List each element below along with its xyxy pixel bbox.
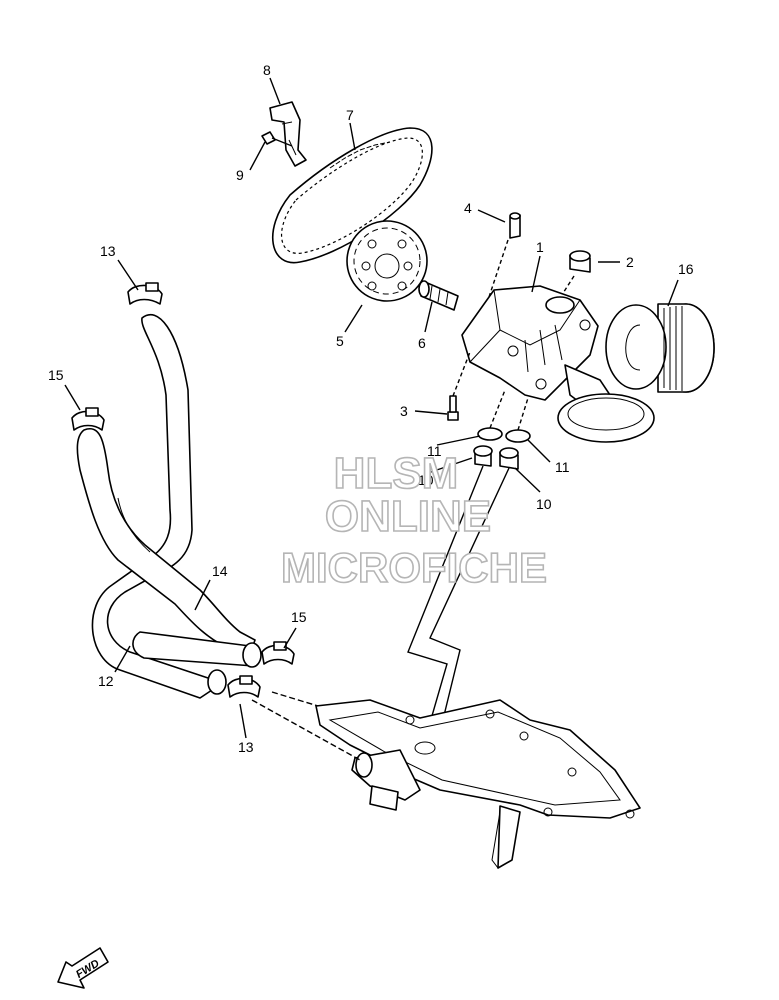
chain-guide [269, 101, 307, 167]
callout-11-right: 11 [555, 459, 570, 475]
callout-16: 16 [678, 261, 694, 277]
watermark: HLSM ONLINE MICROFICHE [280, 448, 548, 592]
callout-4: 4 [464, 200, 472, 216]
pipe-collars [473, 445, 519, 470]
callout-13-bottom: 13 [238, 739, 254, 755]
watermark-line-2: ONLINE [325, 492, 491, 541]
forward-arrow-icon: FWD [57, 947, 109, 989]
hose-clamp-15-top [71, 407, 105, 431]
guide-bolt [261, 131, 293, 147]
oil-hose-14 [76, 427, 262, 668]
oil-hose-12 [91, 313, 227, 699]
hose-clamp-13-top [127, 282, 163, 305]
oil-pump-assembly [461, 285, 655, 443]
callout-14: 14 [212, 563, 228, 579]
hose-reference-lines [251, 691, 361, 761]
oil-passage-lines [407, 465, 510, 741]
callout-10-left: 10 [418, 472, 434, 488]
leader-lines [64, 77, 679, 739]
callout-15-left: 15 [48, 367, 64, 383]
callout-2: 2 [626, 254, 634, 270]
hose-clamp-15-bottom [261, 641, 295, 665]
callout-12: 12 [98, 673, 114, 689]
callout-13-top: 13 [100, 243, 116, 259]
watermark-line-3: MICROFICHE [281, 544, 547, 591]
callout-1: 1 [536, 239, 544, 255]
callout-8: 8 [263, 62, 271, 78]
callout-10-right: 10 [536, 496, 552, 512]
hose-clamp-13-bottom [227, 675, 261, 698]
watermark-line-1: HLSM [334, 449, 459, 498]
oil-filter [605, 303, 715, 393]
callout-11-left: 11 [427, 443, 442, 459]
o-rings [477, 389, 531, 443]
callout-5: 5 [336, 333, 344, 349]
callout-7: 7 [346, 107, 354, 123]
oil-pump-sprocket [346, 220, 428, 302]
callout-15-bottom: 15 [291, 609, 307, 625]
callout-6: 6 [418, 335, 426, 351]
callout-9: 9 [236, 167, 244, 183]
pump-bolt [447, 351, 471, 421]
callout-3: 3 [400, 403, 408, 419]
pump-drive-shaft [418, 280, 459, 311]
oil-pump-drive-chain [272, 127, 433, 264]
callout-labels: 8 7 9 4 1 2 16 5 6 3 11 11 10 10 13 15 1… [48, 62, 694, 755]
crankcase-oil-pan [315, 699, 641, 869]
collar [559, 250, 591, 299]
